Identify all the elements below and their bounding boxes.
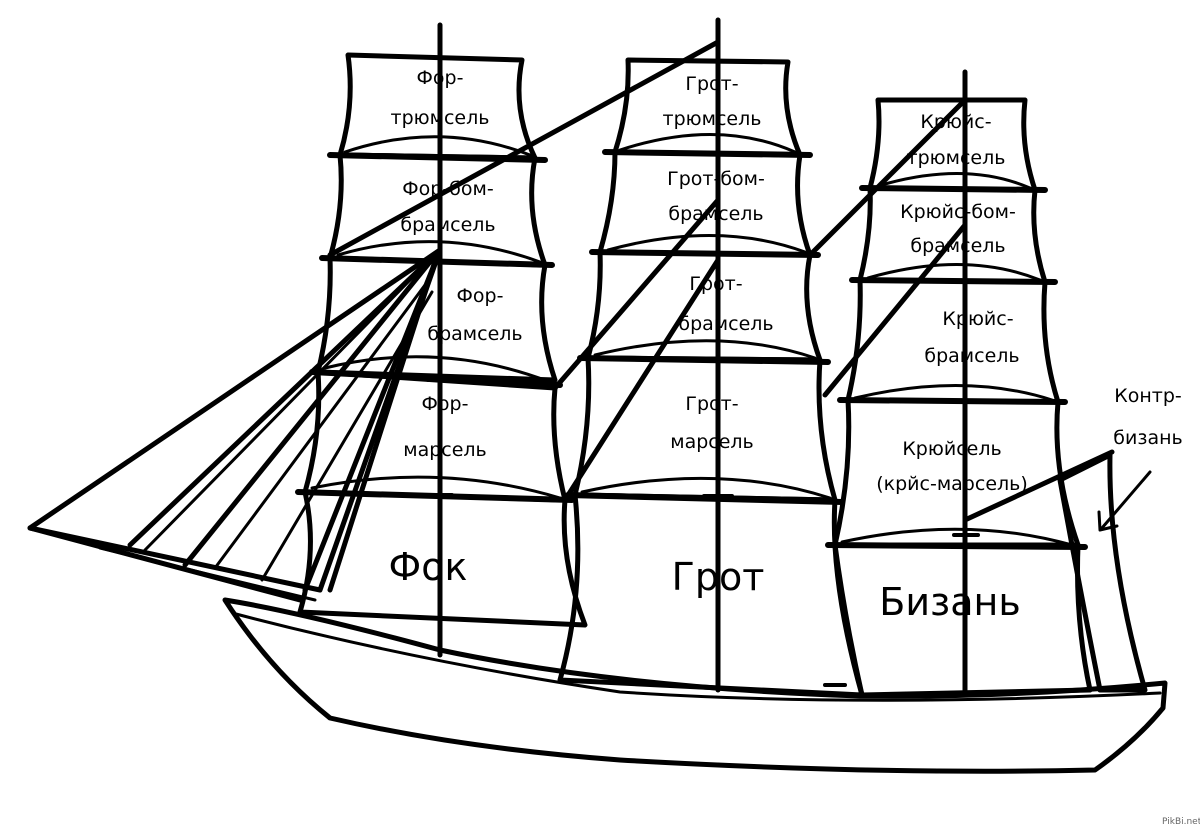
fore-topsail <box>302 369 568 503</box>
mizzen-topgallant-sail <box>845 277 1061 405</box>
spanker-sail <box>1057 452 1148 693</box>
hull-sheer-line <box>234 612 1162 702</box>
stay-fore-main-top <box>327 39 721 258</box>
mizzen-yard-1 <box>859 185 1048 193</box>
stay-main-mizzen-top <box>807 97 968 258</box>
fore-belly-4 <box>310 475 562 500</box>
label-main-royal-2: брамсель <box>668 203 763 225</box>
label-fore-royal-2: брамсель <box>400 214 495 236</box>
jib-stay-1 <box>143 273 417 552</box>
fore-yard-1 <box>327 152 548 163</box>
label-mizzen-topgallant-2: брамсель <box>924 345 1019 367</box>
label-main-topgallant-1: Грот- <box>689 273 742 295</box>
main-belly-2 <box>606 234 807 254</box>
fore-belly-2 <box>336 240 542 264</box>
label-main-royal-1: Грот-бом- <box>667 168 765 190</box>
label-fore-topgallant-2: брамсель <box>427 323 522 345</box>
label-fore-topsail-1: Фор- <box>422 393 469 415</box>
ship-hull <box>222 597 1168 774</box>
fore-belly-1 <box>343 135 532 157</box>
jibboom <box>98 546 317 602</box>
label-fore-royal-1: Фор-бом- <box>402 178 493 200</box>
label-mizzen-royal-top-1: Крюйс- <box>920 111 991 133</box>
label-mizzen-royal-2: брамсель <box>910 235 1005 257</box>
label-mizzen-royal-top-2: трюмсель <box>907 147 1006 169</box>
main-yard-1 <box>602 149 813 158</box>
label-main-royal-top-2: трюмсель <box>663 108 762 130</box>
label-main-topsail-2: марсель <box>670 431 754 453</box>
mizzen-belly-2 <box>866 263 1042 282</box>
fore-topgallant-sail <box>315 255 558 383</box>
label-fore-royal-top-2: трюмсель <box>391 107 490 129</box>
spanker-gaff <box>962 449 1115 523</box>
watermark: PikBi.net <box>1162 817 1200 827</box>
mizzen-belly-1 <box>876 172 1032 190</box>
jib-inner <box>182 249 441 593</box>
label-mizzen-topsail-1: Крюйсель <box>902 438 1001 460</box>
label-fore-topsail-2: марсель <box>403 439 487 461</box>
fore-yard-2 <box>319 255 555 268</box>
pointer-arrow-line <box>1100 470 1152 530</box>
label-main-royal-top-1: Грот- <box>685 73 738 95</box>
label-mizzen-course: Бизань <box>879 580 1021 624</box>
jib-stay-2 <box>213 283 427 570</box>
label-main-course: Грот <box>672 555 765 599</box>
jib-outer <box>27 247 443 593</box>
stay-fore-main-mid <box>562 257 721 503</box>
label-fore-royal-top-1: Фор- <box>417 67 464 89</box>
label-fore-topgallant-1: Фор- <box>457 285 504 307</box>
label-mizzen-topgallant-1: Крюйс- <box>942 308 1013 330</box>
main-yard-2 <box>589 249 821 258</box>
mizzen-yard-4 <box>825 542 1088 550</box>
fore-course <box>297 489 588 628</box>
fore-belly-3 <box>323 355 552 384</box>
label-spanker-2: бизань <box>1113 427 1182 449</box>
main-belly-3 <box>593 339 817 360</box>
main-belly-4 <box>580 476 832 500</box>
mizzen-belly-3 <box>853 383 1054 402</box>
label-spanker-1: Контр- <box>1114 385 1182 407</box>
mizzen-belly-4 <box>840 527 1074 547</box>
label-main-topgallant-2: брамсель <box>678 313 773 335</box>
label-fore-course: Фок <box>389 545 468 589</box>
stay-main-mizzen-low <box>822 222 968 398</box>
label-mizzen-topsail-2: (крйс-марсель) <box>876 473 1028 495</box>
pointer-arrowhead <box>1097 510 1119 532</box>
jib-stay-3 <box>260 290 434 582</box>
main-belly-1 <box>618 133 797 154</box>
mizzen-yard-2 <box>849 277 1058 285</box>
mizzen-yard-3 <box>837 397 1068 405</box>
label-main-topsail-1: Грот- <box>685 393 738 415</box>
jib-middle <box>127 247 443 593</box>
main-yard-4 <box>565 492 845 505</box>
label-mizzen-royal-1: Крюйс-бом- <box>900 201 1016 223</box>
